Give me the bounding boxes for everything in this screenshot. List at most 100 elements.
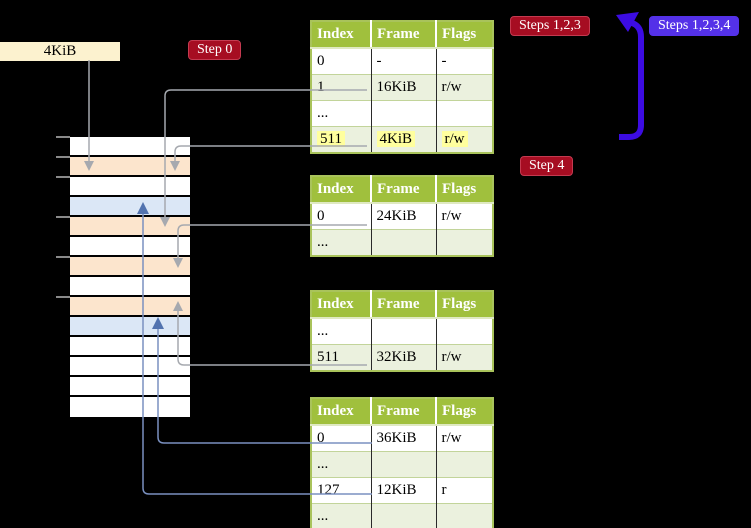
arrowhead-up-left-icon [616,12,639,32]
memory-row [70,337,190,357]
physical-memory-column [70,137,190,417]
table-row: 0-- [311,47,493,75]
table-cell: 24KiB [370,202,436,230]
memory-row [70,217,190,237]
table-cell: r [435,477,493,504]
memory-row [70,137,190,157]
table-cell [370,451,436,478]
column-header: Frame [370,398,436,426]
memory-row [70,237,190,257]
column-header: Flags [435,291,493,319]
page-size-label: 4KiB [0,42,120,61]
memory-tick [56,136,70,138]
table-cell: 0 [311,47,371,75]
memory-tick [56,216,70,218]
table-cell: 127 [311,477,371,504]
table-cell: ... [311,229,371,256]
table-cell: 16KiB [370,74,436,101]
table-cell: r/w [435,344,493,371]
table-cell: - [435,47,493,75]
memory-row [70,317,190,337]
table-row: ... [311,100,493,127]
badge-step-0: Step 0 [188,40,242,60]
table-cell: 12KiB [370,477,436,504]
table-cell [435,100,493,127]
memory-row [70,377,190,397]
table-row: ... [311,317,493,345]
table-row: ... [311,503,493,528]
table-cell: 36KiB [370,424,436,452]
table-cell: 511 [311,344,371,371]
table-cell: r/w [435,126,493,153]
table-cell: 0 [311,202,371,230]
table-cell [435,317,493,345]
badge-steps-1-2-3: Steps 1,2,3 [510,16,590,36]
table-cell [370,503,436,528]
table-cell [435,503,493,528]
column-header: Index [311,176,371,204]
memory-row [70,397,190,417]
table-cell: r/w [435,424,493,452]
memory-row [70,197,190,217]
table-cell: 32KiB [370,344,436,371]
column-header: Frame [370,291,436,319]
memory-row [70,297,190,317]
table-cell: 511 [311,126,371,153]
thick-blue-loop-arrow [619,20,644,140]
table-cell [435,229,493,256]
table-cell [370,100,436,127]
memory-tick [56,156,70,158]
table-row: ... [311,229,493,256]
column-header: Flags [435,398,493,426]
column-header: Flags [435,21,493,49]
table-cell: - [370,47,436,75]
memory-tick [56,256,70,258]
table-cell [370,229,436,256]
memory-tick [56,176,70,178]
table-cell: 1 [311,74,371,101]
table-cell: ... [311,317,371,345]
column-header: Frame [370,21,436,49]
table-cell: r/w [435,74,493,101]
badge-steps-1-2-3-4: Steps 1,2,3,4 [649,16,740,36]
badge-step-4: Step 4 [520,156,574,176]
column-header: Index [311,21,371,49]
highlighted-value: r/w [441,131,468,147]
memory-row [70,157,190,177]
table-cell [435,451,493,478]
table-cell: ... [311,100,371,127]
memory-row [70,257,190,277]
table-cell: r/w [435,202,493,230]
table-cell [370,317,436,345]
table-row: ... [311,451,493,478]
memory-row [70,177,190,197]
column-header: Flags [435,176,493,204]
table-cell: ... [311,451,371,478]
column-header: Index [311,398,371,426]
memory-row [70,277,190,297]
table-cell: 0 [311,424,371,452]
table-cell: ... [311,503,371,528]
memory-row [70,357,190,377]
column-header: Frame [370,176,436,204]
column-header: Index [311,291,371,319]
